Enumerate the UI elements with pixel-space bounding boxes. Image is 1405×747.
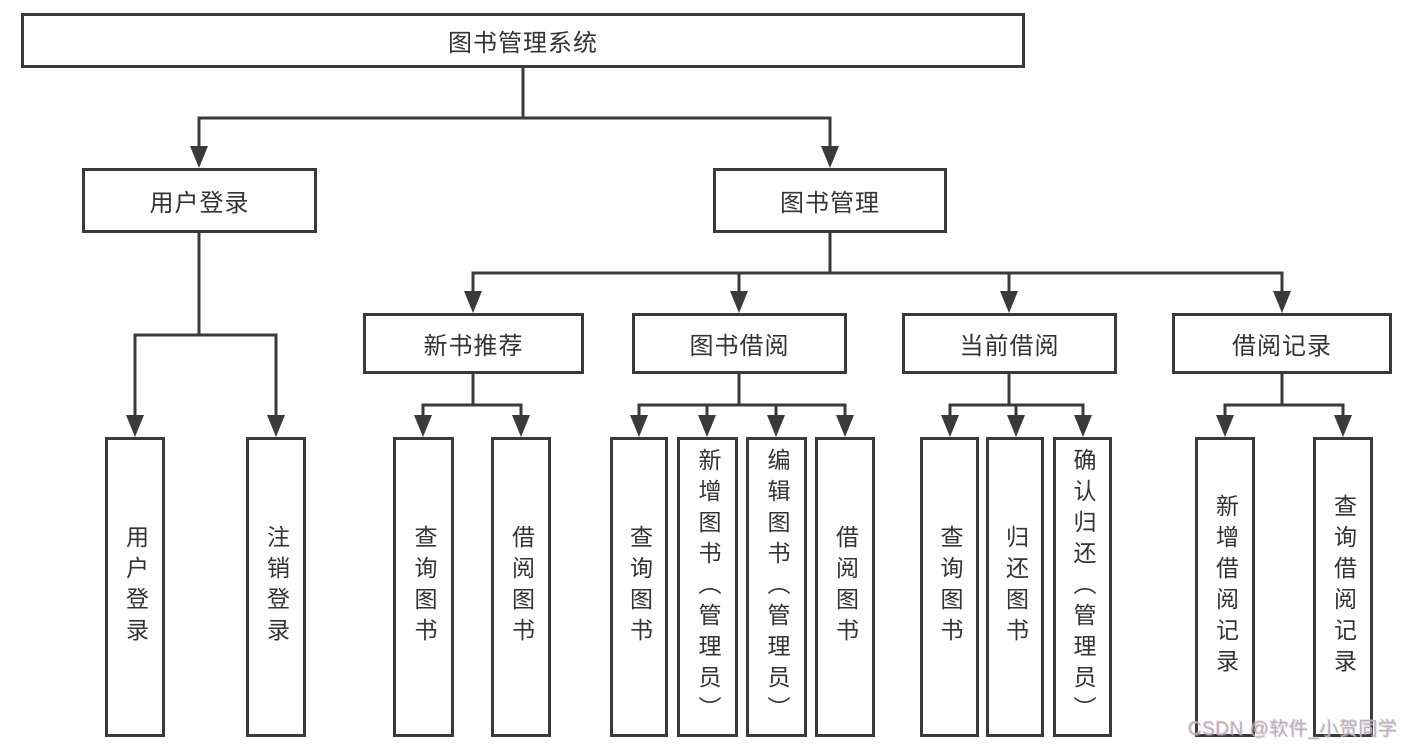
leaf-borrow-books: 借阅图书: [815, 437, 875, 737]
leaf-add-borrow-record: 新增借阅记录: [1195, 437, 1255, 737]
leaf-label: 注销登录: [263, 525, 290, 649]
arrowheads-level2: [190, 146, 839, 168]
connector-login-to-leaves: [133, 230, 278, 419]
node-label: 用户登录: [149, 190, 250, 217]
node-label: 图书借阅: [689, 333, 790, 360]
leaf-label: 查询图书: [411, 525, 437, 649]
leaf-query-books-newbook: 查询图书: [393, 437, 454, 737]
leaf-add-books-admin: 新增图书（管理员）: [677, 437, 738, 737]
node-label: 图书管理: [780, 190, 880, 217]
node-user-login: 用户登录: [82, 168, 317, 233]
leaf-logout: 注销登录: [246, 437, 306, 737]
leaf-label: 查询图书: [937, 525, 963, 649]
arrowheads-newbook-leaves: [414, 415, 530, 437]
node-new-book-recommendation: 新书推荐: [363, 313, 584, 374]
connector-mgmt-to-level3: [471, 231, 1284, 295]
leaf-query-books-borrow: 查询图书: [610, 437, 668, 737]
arrowheads-current-leaves: [941, 415, 1092, 437]
leaf-label: 查询图书: [626, 525, 653, 649]
node-label: 当前借阅: [959, 333, 1060, 360]
leaf-query-borrow-record: 查询借阅记录: [1313, 437, 1373, 737]
leaf-label: 用户登录: [122, 525, 149, 649]
node-label: 图书管理系统: [448, 30, 598, 57]
node-label: 新书推荐: [423, 333, 524, 360]
leaf-label: 新增借阅记录: [1212, 494, 1239, 680]
node-book-management: 图书管理: [713, 168, 947, 233]
node-library-management-system: 图书管理系统: [21, 13, 1025, 68]
node-label: 借阅记录: [1232, 333, 1332, 360]
leaf-label: 编辑图书（管理员）: [764, 447, 790, 727]
node-borrowing-records: 借阅记录: [1172, 313, 1392, 374]
leaf-label: 归还图书: [1002, 525, 1029, 649]
leaf-query-books-current: 查询图书: [920, 437, 979, 737]
node-current-borrowing: 当前借阅: [902, 313, 1117, 374]
connector-current-to-leaves: [948, 372, 1085, 419]
connector-borrow-to-leaves: [637, 372, 847, 419]
connector-root-to-level2: [197, 66, 832, 148]
csdn-watermark: CSDN @软件_小贺同学: [1188, 719, 1398, 740]
arrowheads-borrow-leaves: [630, 415, 854, 437]
connector-records-to-leaves: [1223, 372, 1345, 419]
leaf-borrow-books-newbook: 借阅图书: [491, 437, 551, 737]
leaf-label: 查询借阅记录: [1330, 494, 1357, 680]
arrowheads-records-leaves: [1216, 415, 1352, 437]
node-book-borrowing: 图书借阅: [632, 313, 847, 374]
leaf-return-books: 归还图书: [986, 437, 1044, 737]
leaf-confirm-return-admin: 确认归还（管理员）: [1053, 437, 1112, 737]
leaf-label: 借阅图书: [508, 525, 535, 649]
connector-newbook-to-leaves: [421, 372, 523, 419]
leaf-edit-books-admin: 编辑图书（管理员）: [746, 437, 807, 737]
leaf-label: 借阅图书: [832, 525, 859, 649]
leaf-user-login: 用户登录: [105, 437, 165, 737]
arrowheads-login-leaves: [126, 415, 285, 437]
leaf-label: 新增图书（管理员）: [695, 447, 721, 727]
arrowheads-level3: [464, 291, 1291, 313]
leaf-label: 确认归还（管理员）: [1070, 447, 1096, 727]
